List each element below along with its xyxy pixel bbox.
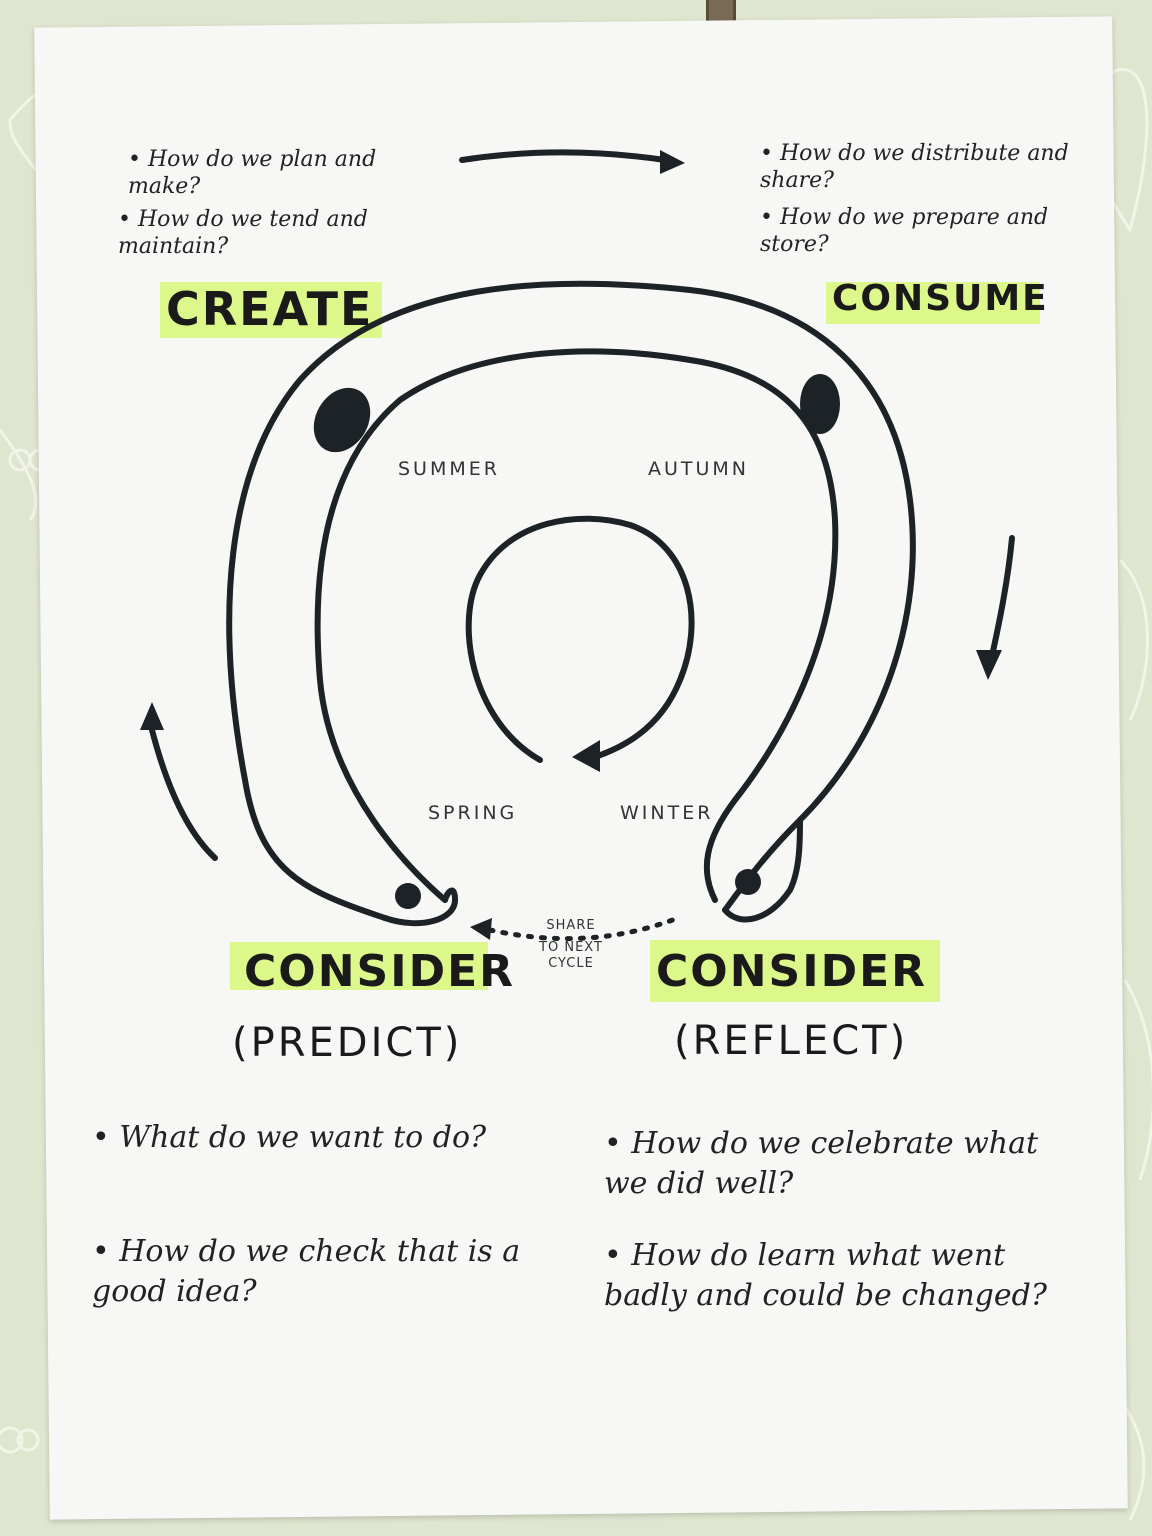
reflect-question-2: • How do learn what went badly and could… xyxy=(604,1238,1047,1313)
consider-reflect-heading: CONSIDER xyxy=(656,946,928,997)
right-arrowhead xyxy=(976,650,1002,680)
consider-predict-highlight xyxy=(230,942,488,990)
reflect-question-2-text: How do learn what went badly and could b… xyxy=(604,1238,1047,1313)
horseshoe-hole-bottom-right xyxy=(735,869,761,895)
horseshoe-outer xyxy=(226,280,916,921)
horseshoe-hole-top-left xyxy=(313,387,371,453)
share-arrowhead xyxy=(470,918,492,940)
create-question-2: • How do we tend and maintain? xyxy=(118,207,368,259)
consider-reflect-highlight xyxy=(650,940,940,1002)
consider-predict-heading: CONSIDER xyxy=(244,946,516,997)
share-line-3: CYCLE xyxy=(548,956,594,971)
consume-question-1-text: How do we distribute and share? xyxy=(760,141,1069,193)
reflect-question-1: • How do we celebrate what we did well? xyxy=(604,1126,1039,1201)
predict-question-1-text: What do we want to do? xyxy=(119,1120,487,1155)
create-question-1: • How do we plan and make? xyxy=(128,147,377,199)
consume-highlight xyxy=(826,282,1040,324)
share-line-2: TO NEXT xyxy=(539,940,603,955)
consume-question-2: • How do we prepare and store? xyxy=(760,205,1049,257)
consider-reflect-subheading: (REFLECT) xyxy=(674,1018,909,1064)
create-question-2-text: How do we tend and maintain? xyxy=(118,207,368,259)
share-to-next-cycle-label: SHARE TO NEXT CYCLE xyxy=(516,918,626,972)
create-highlight xyxy=(160,282,382,338)
left-arrowhead xyxy=(140,702,164,730)
season-autumn: AUTUMN xyxy=(648,458,750,480)
horseshoe-hole-top-right xyxy=(800,374,840,434)
consume-question-2-text: How do we prepare and store? xyxy=(760,205,1049,257)
right-arrow-line xyxy=(987,535,1015,668)
reflect-question-1-text: How do we celebrate what we did well? xyxy=(604,1126,1039,1201)
horseshoe-left-tip xyxy=(382,887,458,927)
left-arrow-line xyxy=(149,727,218,861)
create-question-1-text: How do we plan and make? xyxy=(128,147,377,199)
season-summer: SUMMER xyxy=(398,458,500,480)
inner-cycle-loop xyxy=(465,515,695,763)
horseshoe-hole-bottom-left xyxy=(395,883,421,909)
share-dotted-line xyxy=(487,915,681,942)
predict-question-1: • What do we want to do? xyxy=(92,1120,487,1155)
season-winter: WINTER xyxy=(620,802,714,824)
create-heading: CREATE xyxy=(166,282,374,336)
season-spring: SPRING xyxy=(428,802,518,824)
inner-arrowhead xyxy=(572,740,600,772)
predict-question-2-text: How do we check that is a good idea? xyxy=(92,1234,521,1309)
predict-question-2: • How do we check that is a good idea? xyxy=(92,1234,521,1309)
consider-predict-subheading: (PREDICT) xyxy=(232,1020,463,1066)
consume-question-1: • How do we distribute and share? xyxy=(760,141,1069,193)
share-line-1: SHARE xyxy=(546,918,596,933)
top-arrowhead xyxy=(660,150,685,174)
consume-heading: CONSUME xyxy=(832,278,1049,319)
horseshoe-right-tip xyxy=(722,817,803,923)
horseshoe-inner xyxy=(314,348,839,903)
top-arrow-line xyxy=(459,149,668,163)
